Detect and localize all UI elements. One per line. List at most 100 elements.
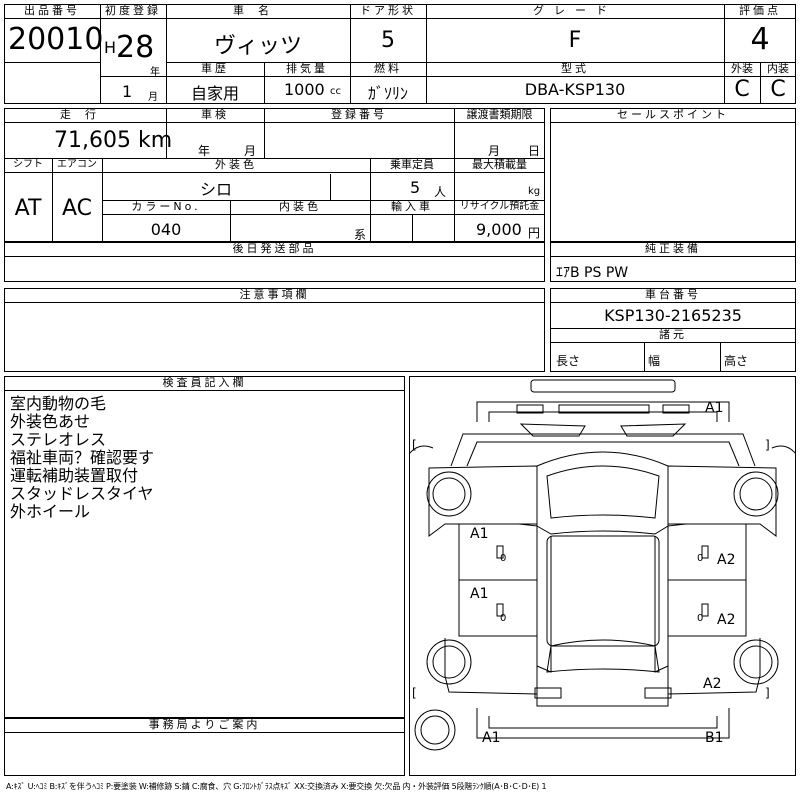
mileage: 71,605 bbox=[54, 128, 131, 153]
note-line: 外ホイール bbox=[10, 502, 91, 521]
max-load-label: 最大積載量 bbox=[454, 158, 545, 173]
zero-mark: 0 bbox=[697, 613, 704, 624]
equipment-section bbox=[550, 242, 796, 282]
vehicle-info-section bbox=[4, 108, 545, 242]
chassis-section bbox=[550, 288, 796, 372]
damage-mark-right-rear-door: A2 bbox=[717, 612, 736, 628]
sales-point-label: セールスポイント bbox=[550, 108, 796, 123]
int-color-unit: 系 bbox=[354, 228, 367, 242]
lot-no: 20010 bbox=[8, 22, 104, 57]
recycle-unit: 円 bbox=[528, 226, 541, 240]
year: 28 bbox=[116, 30, 155, 65]
zero-mark: 0 bbox=[500, 613, 507, 624]
note-line: スタッドレスタイヤ bbox=[10, 484, 154, 503]
inspector-section bbox=[4, 376, 405, 718]
exterior-label: 外装 bbox=[724, 62, 760, 77]
car-name: ヴィッツ bbox=[213, 34, 302, 59]
import-label: 輸入車 bbox=[370, 200, 454, 215]
reg-no-label: 登録番号 bbox=[264, 108, 454, 123]
shift: AT bbox=[14, 196, 42, 221]
ext-color-label: 外装色 bbox=[102, 158, 370, 173]
fuel-label: 燃料 bbox=[350, 62, 426, 77]
transfer-label: 譲渡書類期限 bbox=[454, 108, 545, 123]
exterior-grade: C bbox=[734, 77, 750, 102]
note-line: 室内動物の毛 bbox=[10, 394, 107, 413]
car-name-label: 車名 bbox=[166, 4, 350, 19]
mileage-label: 走行 bbox=[4, 108, 166, 123]
top-section bbox=[4, 4, 796, 104]
inspection-month-unit: 月 bbox=[244, 144, 257, 158]
notes-section bbox=[4, 288, 545, 372]
transfer-day-unit: 日 bbox=[528, 144, 541, 158]
month: 1 bbox=[122, 82, 133, 101]
inspector-notes: 室内動物の毛 外装色あせ ステレオレス 福祉車両？確認要す 運転補助装置取付 ス… bbox=[10, 395, 400, 521]
damage-mark-left-rear-door: A1 bbox=[470, 586, 489, 602]
note-line: ステレオレス bbox=[10, 430, 107, 449]
shift-label: シフト bbox=[4, 158, 52, 173]
aircon-label: エアコン bbox=[52, 158, 102, 173]
displacement: 1000 bbox=[284, 80, 325, 99]
history: 自家用 bbox=[190, 84, 239, 103]
inspector-label: 検査員記入欄 bbox=[4, 376, 405, 391]
legend: A:ｷｽﾞ U:ﾍｺﾐ B:ｷｽﾞを伴うﾍｺﾐ P:要塗装 W:補修跡 S:錆 … bbox=[6, 782, 547, 791]
capacity-unit: 人 bbox=[434, 185, 447, 199]
zero-mark: 0 bbox=[697, 553, 704, 564]
model: DBA-KSP130 bbox=[524, 80, 626, 99]
height-label: 高さ bbox=[724, 354, 749, 368]
notes-label: 注意事項欄 bbox=[4, 288, 545, 303]
transfer-month-unit: 月 bbox=[488, 144, 501, 158]
damage-mark-right-front-door: A2 bbox=[717, 552, 736, 568]
ext-color: シロ bbox=[199, 180, 232, 199]
chassis-label: 車台番号 bbox=[550, 288, 796, 303]
equipment: ｴｱB PS PW bbox=[556, 265, 629, 281]
fuel: ｶﾞｿﾘﾝ bbox=[367, 84, 408, 103]
year-unit: 年 bbox=[150, 67, 160, 78]
first-reg-label: 初度登録 bbox=[100, 4, 166, 19]
dims-label: 諸元 bbox=[550, 328, 796, 343]
model-label: 型式 bbox=[426, 62, 724, 77]
displacement-label: 排気量 bbox=[264, 62, 350, 77]
note-line: 福祉車両？確認要す bbox=[10, 448, 155, 467]
damage-mark-left-front-door: A1 bbox=[470, 526, 489, 542]
bracket-left-rear: [ bbox=[412, 686, 417, 700]
interior-label: 内装 bbox=[760, 62, 796, 77]
bracket-left-front: [ bbox=[412, 438, 417, 452]
int-color-label: 内装色 bbox=[230, 200, 370, 215]
displacement-unit: cc bbox=[330, 86, 341, 97]
capacity: 5 bbox=[410, 178, 421, 197]
max-load-unit: kg bbox=[528, 186, 541, 197]
interior-grade: C bbox=[770, 77, 786, 102]
score-label: 評価点 bbox=[724, 4, 796, 19]
recycle: 9,000 bbox=[476, 220, 522, 239]
grade-label: グレード bbox=[426, 4, 724, 19]
door-label: ドア形状 bbox=[350, 4, 426, 19]
equipment-label: 純正装備 bbox=[550, 242, 796, 257]
color-no-label: カラーNo. bbox=[102, 200, 230, 215]
capacity-label: 乗車定員 bbox=[370, 158, 454, 173]
history-label: 車歴 bbox=[166, 62, 264, 77]
zero-mark: 0 bbox=[500, 553, 507, 564]
damage-mark-rear-left: A1 bbox=[482, 730, 501, 746]
chassis-number: KSP130-2165235 bbox=[604, 306, 742, 325]
aircon: AC bbox=[61, 196, 93, 221]
mileage-unit: km bbox=[138, 128, 173, 153]
sales-point-section bbox=[550, 108, 796, 242]
bracket-right-rear: ] bbox=[765, 686, 770, 700]
era: H bbox=[104, 38, 117, 57]
note-line: 外装色あせ bbox=[10, 412, 91, 431]
note-line: 運転補助装置取付 bbox=[10, 466, 139, 485]
car-diagram bbox=[409, 376, 796, 776]
later-parts-label: 後日発送部品 bbox=[4, 242, 545, 257]
month-unit: 月 bbox=[148, 92, 158, 103]
color-no: 040 bbox=[150, 220, 182, 239]
office-label: 事務局よりご案内 bbox=[4, 718, 405, 733]
doors: 5 bbox=[381, 28, 395, 53]
grade: F bbox=[568, 28, 582, 53]
later-parts-section bbox=[4, 242, 545, 282]
lot-no-label: 出品番号 bbox=[4, 4, 100, 19]
damage-mark-front: A1 bbox=[705, 400, 724, 416]
office-section bbox=[4, 718, 405, 776]
damage-mark-right-rear-quarter: A2 bbox=[703, 676, 722, 692]
damage-mark-rear-right: B1 bbox=[705, 730, 724, 746]
bracket-right-front: ] bbox=[765, 438, 770, 452]
